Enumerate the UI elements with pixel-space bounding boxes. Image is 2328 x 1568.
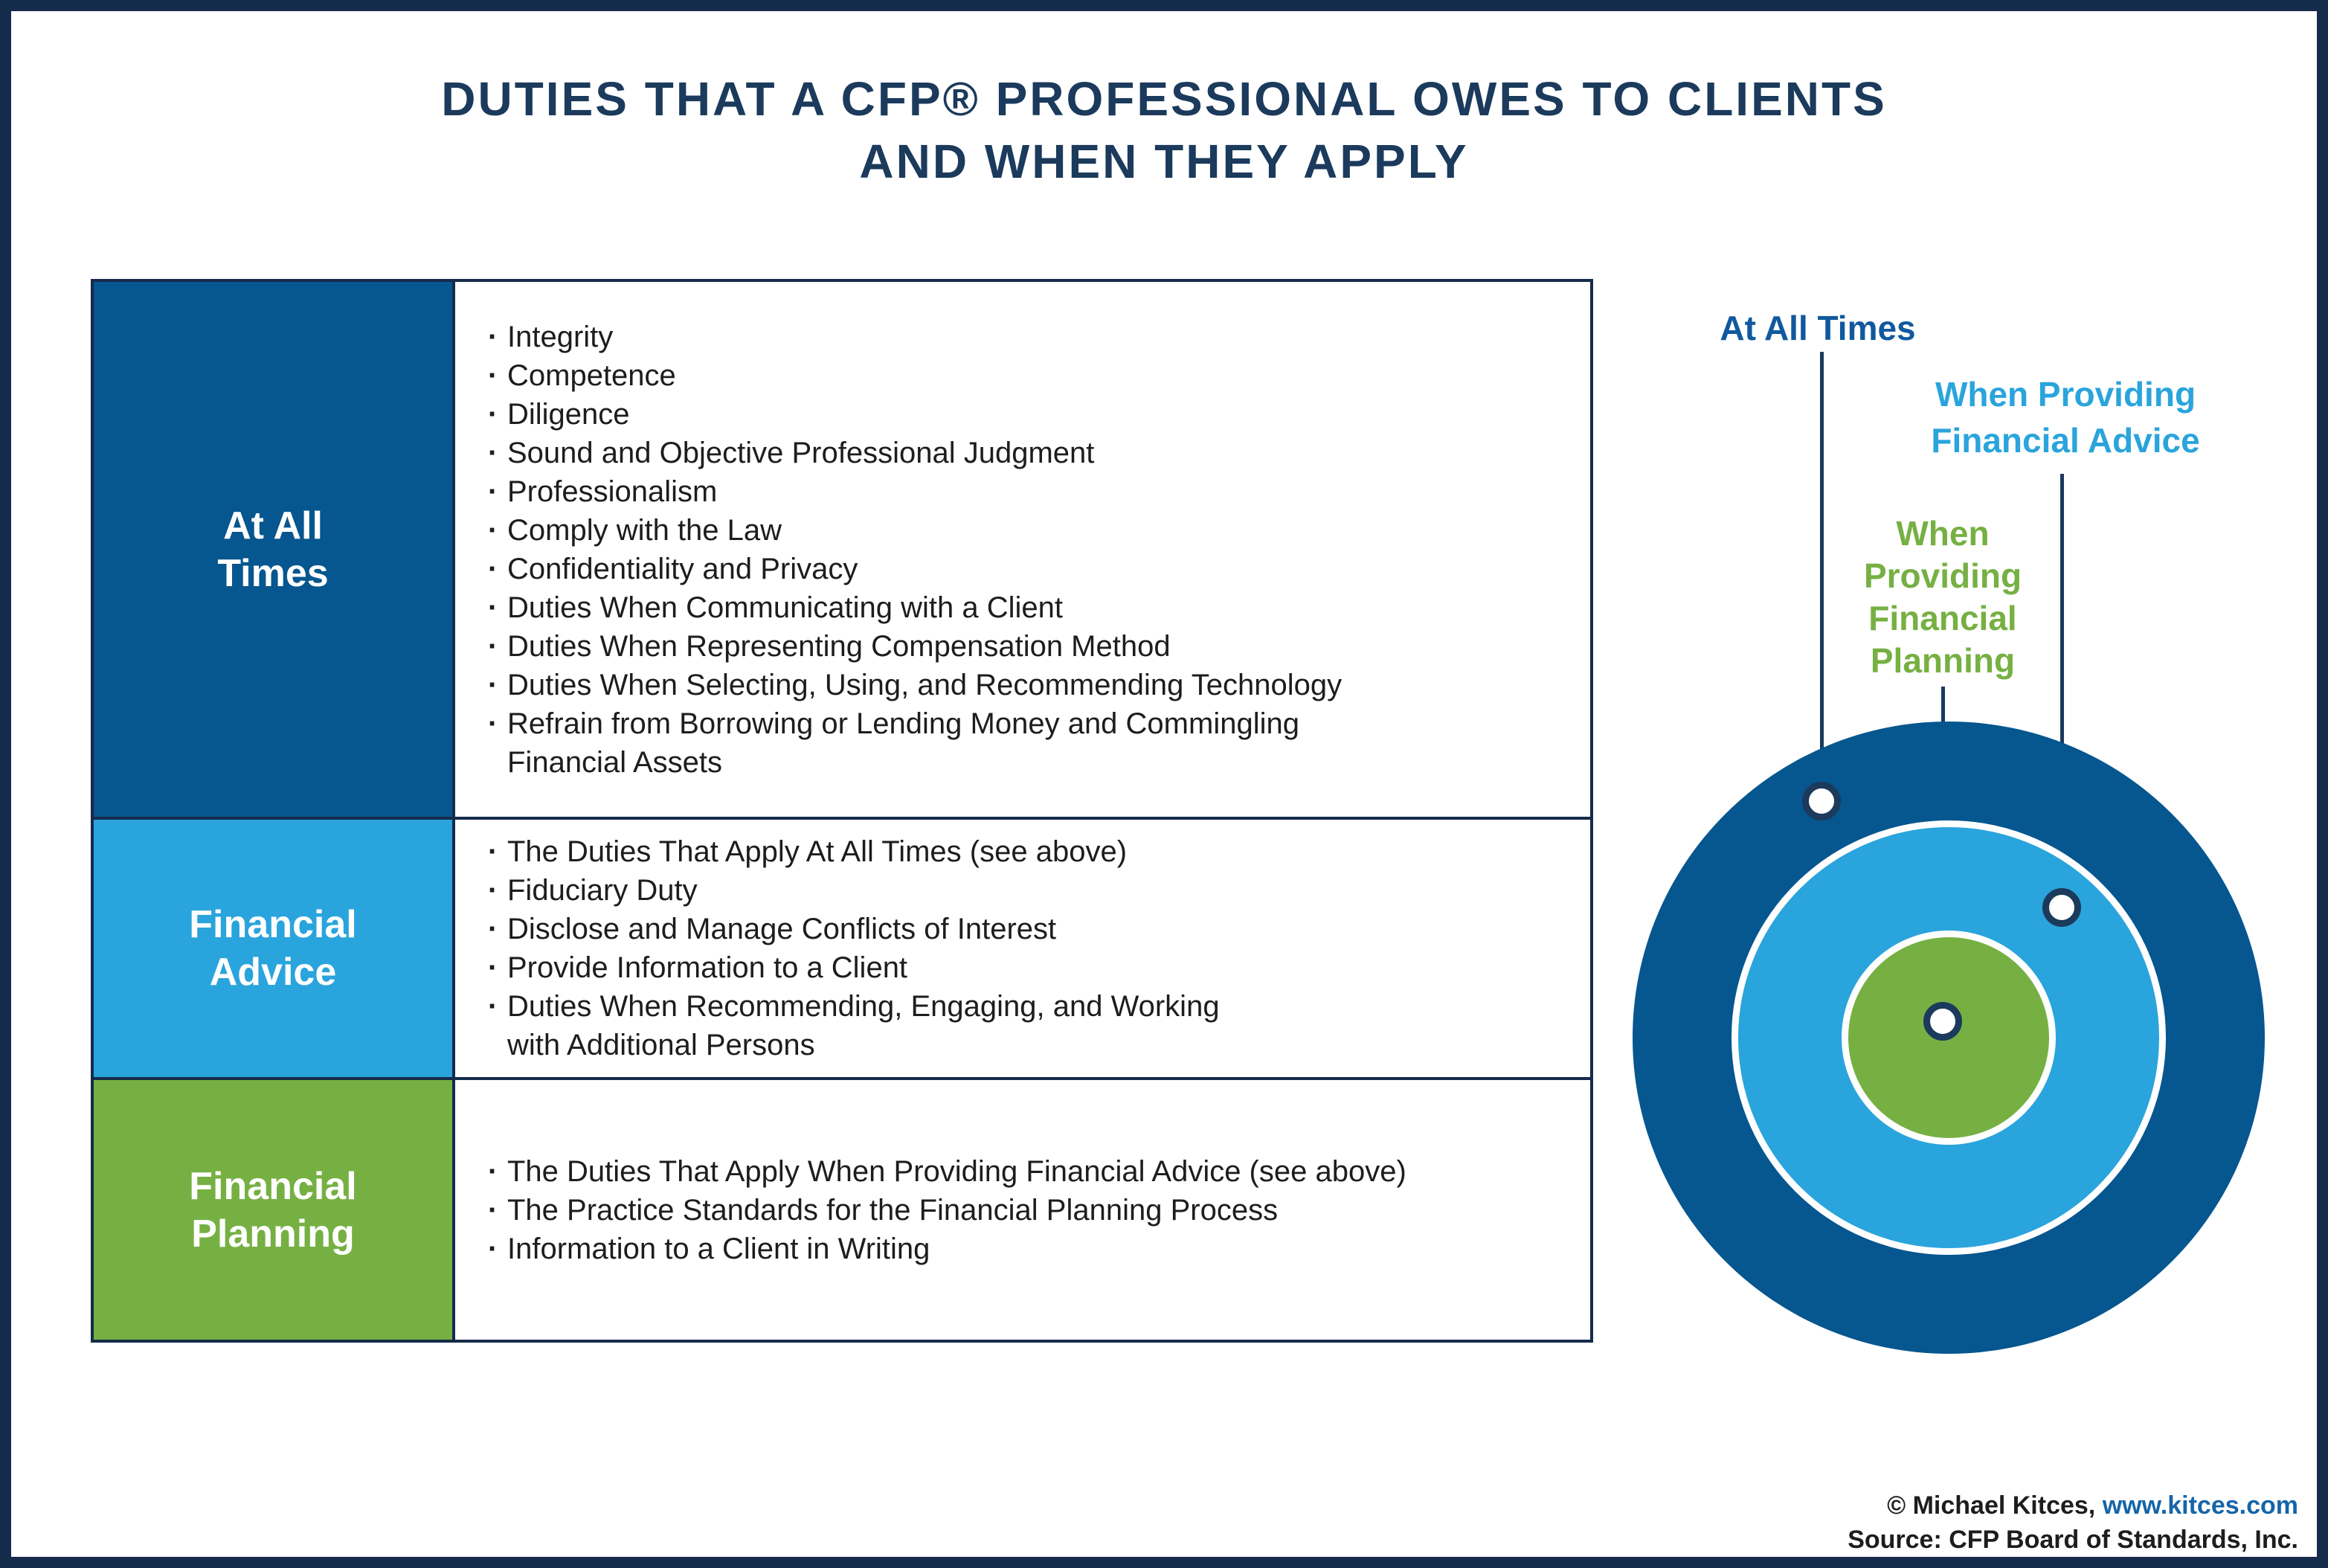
pointer-line-at-all-times (1820, 352, 1824, 782)
source-line: Source: CFP Board of Standards, Inc. (1848, 1526, 2298, 1554)
list-item: Confidentiality and Privacy (488, 550, 1568, 588)
row-label-line: Financial (189, 1164, 357, 1208)
row-label-line: Advice (209, 951, 337, 994)
kitces-link[interactable]: www.kitces.com (2102, 1491, 2298, 1520)
duties-table: At All Times Integrity Competence Dilige… (91, 279, 1593, 1343)
footer-credits: © Michael Kitces, www.kitces.com Source:… (1848, 1488, 2298, 1557)
list-item: Duties When Recommending, Engaging, and … (488, 987, 1568, 1064)
list-item: Disclose and Manage Conflicts of Interes… (488, 910, 1568, 948)
list-item: Information to a Client in Writing (488, 1230, 1568, 1268)
pointer-line-financial-advice (2060, 474, 2064, 888)
list-item: Duties When Communicating with a Client (488, 588, 1568, 627)
list-item: Professionalism (488, 472, 1568, 511)
diagram-label-financial-advice: When Providing Financial Advice (1931, 375, 2200, 460)
list-item: Refrain from Borrowing or Lending Money … (488, 704, 1568, 782)
row-label-line: Times (217, 551, 329, 595)
row-label-at-all-times: At All Times (94, 282, 455, 820)
list-item: Fiduciary Duty (488, 871, 1568, 910)
pointer-dot-financial-planning (1923, 1002, 1962, 1041)
row-label-line: Planning (191, 1212, 355, 1256)
diagram-label-financial-planning: When Providing Financial Planning (1863, 514, 2022, 680)
duties-list-financial-planning: The Duties That Apply When Providing Fin… (455, 1080, 1590, 1340)
list-item: Duties When Selecting, Using, and Recomm… (488, 666, 1568, 704)
list-item: Duties When Representing Compensation Me… (488, 627, 1568, 666)
row-label-line: At All (223, 504, 323, 547)
copyright-line: © Michael Kitces, www.kitces.com (1848, 1488, 2298, 1523)
row-label-financial-advice: Financial Advice (94, 820, 455, 1080)
page-title: DUTIES THAT A CFP® PROFESSIONAL OWES TO … (11, 68, 2317, 193)
list-item: The Duties That Apply At All Times (see … (488, 832, 1568, 871)
list-item: Provide Information to a Client (488, 948, 1568, 987)
duties-list-financial-advice: The Duties That Apply At All Times (see … (455, 820, 1590, 1080)
duties-list-at-all-times: Integrity Competence Diligence Sound and… (455, 282, 1590, 820)
pointer-dot-at-all-times (1802, 782, 1841, 820)
page-title-line1: DUTIES THAT A CFP® PROFESSIONAL OWES TO … (441, 72, 1887, 126)
row-label-line: Financial (189, 903, 357, 946)
row-label-financial-planning: Financial Planning (94, 1080, 455, 1340)
list-item: Competence (488, 356, 1568, 395)
list-item: Comply with the Law (488, 511, 1568, 550)
list-item: The Practice Standards for the Financial… (488, 1191, 1568, 1230)
list-item: Integrity (488, 318, 1568, 356)
list-item: The Duties That Apply When Providing Fin… (488, 1152, 1568, 1191)
list-item: Diligence (488, 395, 1568, 434)
page-title-line2: AND WHEN THEY APPLY (859, 135, 1469, 188)
diagram-label-at-all-times: At All Times (1720, 309, 1916, 347)
pointer-dot-financial-advice (2042, 888, 2081, 927)
list-item: Sound and Objective Professional Judgmen… (488, 434, 1568, 472)
copyright-text: © Michael Kitces, (1887, 1491, 2103, 1520)
